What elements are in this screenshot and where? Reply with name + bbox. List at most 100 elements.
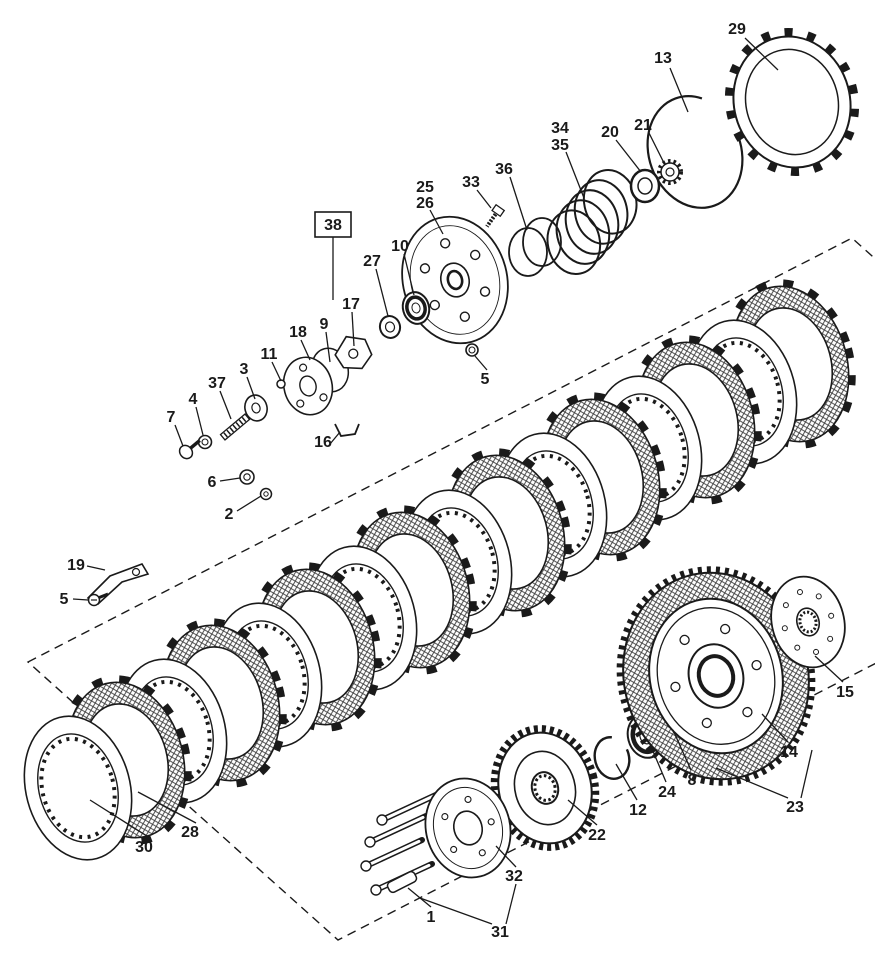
callout-11: 11 [261,346,278,363]
callout-30: 30 [135,839,153,856]
ball-11 [276,379,286,389]
callout-23: 23 [786,799,804,816]
leader [567,799,598,826]
leader [509,176,528,231]
leader [476,189,492,209]
leader [669,67,689,113]
callout-19: 19 [67,557,85,574]
callout-28: 28 [181,824,199,841]
bearing-10 [401,291,431,325]
clip-16 [334,423,360,437]
callout-32: 32 [505,868,523,885]
leader [648,132,665,164]
callout-37: 37 [208,375,226,392]
callout-17: 17 [342,296,360,313]
leader [495,845,517,868]
callout-9: 9 [320,316,329,333]
leader [174,424,184,447]
nut-6 [239,469,255,485]
dowel-pin-1 [386,870,418,894]
leader [195,406,204,436]
callout-26: 26 [416,195,434,212]
callout-13: 13 [654,50,672,67]
callout-36: 36 [495,161,513,178]
leader [271,361,282,382]
callout-27: 27 [363,253,381,270]
leader [419,897,493,925]
washer-2 [259,487,273,501]
leader [800,749,813,799]
leader [89,799,151,839]
leader [329,431,341,445]
retainer-disc-15 [770,575,846,669]
leader [814,655,844,683]
release-lever-17 [334,335,373,370]
leader [615,763,638,801]
callout-15: 15 [836,684,854,701]
shell-bolt-holes [670,623,762,729]
plate-holes [441,795,495,857]
axis-boundary-dashed [26,237,875,941]
leader [72,598,89,601]
callout-31: 31 [491,924,509,941]
stud-37 [219,413,251,441]
clutch-hub-22 [490,725,600,851]
spring-seats-36 [508,217,562,277]
callout-3: 3 [240,361,249,378]
callout-6: 6 [208,474,217,491]
bolt-plate-32 [424,777,512,879]
leader [246,376,256,400]
leader [565,151,585,199]
callout-14: 14 [780,744,798,761]
lock-ring-29 [724,28,860,176]
star-washer-21 [657,159,683,185]
callout-2: 2 [225,506,234,523]
leader [429,209,444,235]
washer-3 [244,394,268,422]
leader [300,339,311,361]
leader [375,268,389,317]
leader [403,253,415,296]
leader [615,139,642,173]
callout-29: 29 [728,21,746,38]
leader [474,355,488,371]
callout-35: 35 [551,137,569,154]
nut-27 [378,315,402,339]
callout-8: 8 [688,772,697,789]
callout-34: 34 [551,120,569,137]
callout-1: 1 [427,909,436,926]
callout-7: 7 [167,409,176,426]
screw-5-left [87,592,109,607]
callout-4: 4 [189,391,198,408]
release-plate-18 [282,356,334,416]
leader [744,37,779,71]
callout-22: 22 [588,827,606,844]
leader [407,887,432,908]
callout-24: 24 [658,784,676,801]
callout-20: 20 [601,124,619,141]
screw-33 [485,203,506,228]
pressure-plate-studs [419,238,491,322]
leader [86,565,106,571]
leader [761,713,789,743]
disc-holes [781,589,835,655]
callout-25: 25 [416,179,434,196]
leader [505,883,517,925]
callout-38: 38 [324,217,342,234]
callout-16: 16 [314,434,332,451]
leader [672,729,692,771]
leader [715,767,789,799]
screw-7 [178,439,201,460]
callout-33: 33 [462,174,480,191]
bolt [376,791,441,826]
snap-ring-12 [593,736,631,780]
leader [351,311,355,347]
callout-38-box [314,211,352,238]
pressure-plate-25-26 [401,215,509,345]
leader [236,495,262,512]
leader-lines [72,37,844,925]
callout-5-left: 5 [60,591,69,608]
leader [649,743,667,783]
leader [219,390,232,420]
